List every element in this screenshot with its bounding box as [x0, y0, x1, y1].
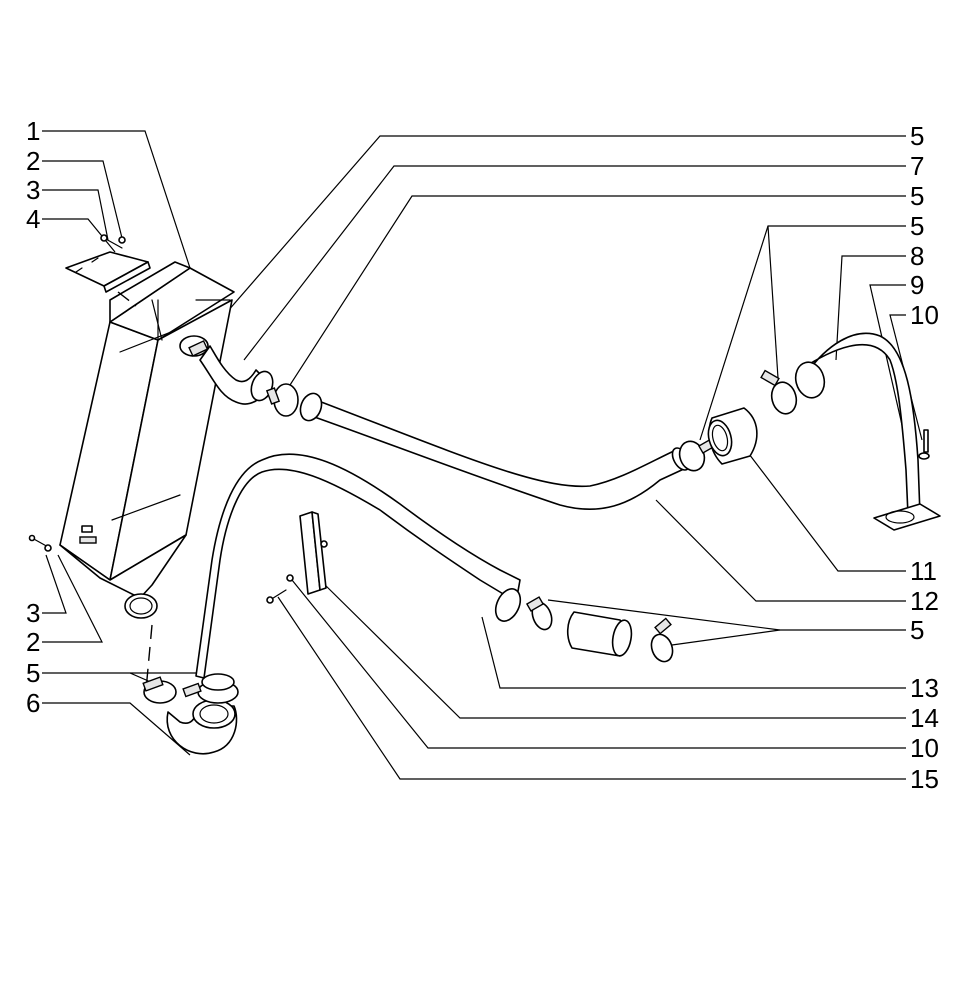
intercooler [59, 261, 235, 619]
pipe-8 [794, 332, 941, 531]
sleeve-11 [678, 407, 758, 472]
bracket-14 [266, 511, 328, 604]
elbow-hose-6 [142, 676, 239, 755]
callout-9: 9 [910, 270, 924, 300]
callout-5-d: 5 [910, 615, 924, 645]
callout-7: 7 [910, 151, 924, 181]
bracket [65, 251, 151, 307]
callout-5-a: 5 [910, 121, 924, 151]
callouts-right: 5 7 5 5 8 9 10 11 12 5 13 14 10 15 [910, 121, 939, 794]
callout-13: 13 [910, 673, 939, 703]
callout-4: 4 [26, 204, 40, 234]
callout-10-b: 10 [910, 733, 939, 763]
callout-5-c: 5 [910, 211, 924, 241]
clamp-pipe-8 [760, 369, 798, 415]
callout-2: 2 [26, 146, 40, 176]
callout-5-lower: 5 [26, 658, 40, 688]
callout-8: 8 [910, 241, 924, 271]
bolt-lower [28, 534, 52, 552]
callout-11: 11 [910, 556, 937, 586]
callouts-left: 1 2 3 4 3 2 5 6 [26, 116, 40, 718]
callout-10-a: 10 [910, 300, 939, 330]
callout-2-lower: 2 [26, 627, 40, 657]
callout-3: 3 [26, 175, 40, 205]
elbow-hose-7 [188, 340, 299, 417]
leader-lines [42, 130, 923, 780]
callout-12: 12 [910, 586, 939, 616]
callout-5-b: 5 [910, 181, 924, 211]
callout-15: 15 [910, 764, 939, 794]
bolt-top [100, 234, 126, 249]
callout-1: 1 [26, 116, 40, 146]
callout-14: 14 [910, 703, 939, 733]
callout-3-lower: 3 [26, 598, 40, 628]
lower-pipe-13 [195, 453, 522, 691]
callout-6: 6 [26, 688, 40, 718]
lower-sleeve [525, 596, 674, 663]
